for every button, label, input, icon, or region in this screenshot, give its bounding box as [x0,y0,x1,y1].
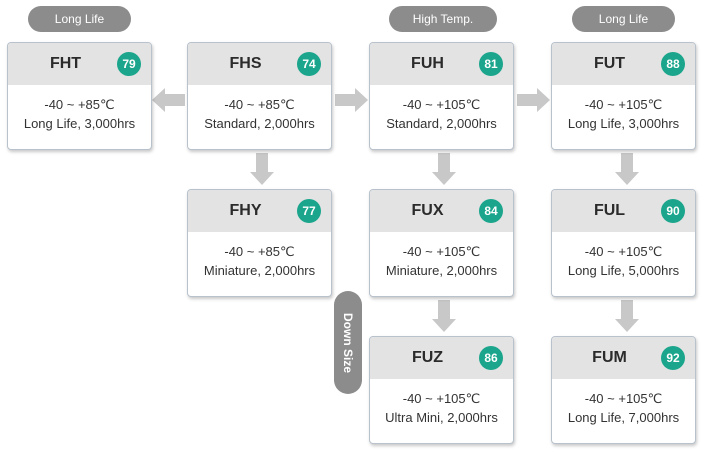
page-badge: 79 [117,52,141,76]
series-name: FHS [229,55,262,72]
card-header: FUM 92 [552,337,695,379]
card-header: FHY 77 [188,190,331,232]
page-badge: 81 [479,52,503,76]
temp-range: -40 ~ +105℃ [584,391,663,406]
temp-range: -40 ~ +105℃ [402,391,481,406]
card-header: FUL 90 [552,190,695,232]
card-body: -40 ~ +85℃ Standard, 2,000hrs [188,85,331,133]
page-badge: 90 [661,199,685,223]
spec-text: Long Life, 7,000hrs [567,410,680,425]
card-header: FUH 81 [370,43,513,85]
series-card-fuh[interactable]: FUH 81 -40 ~ +105℃ Standard, 2,000hrs [369,42,514,150]
arrow-down-icon [432,300,456,332]
spec-text: Ultra Mini, 2,000hrs [385,410,498,425]
page-badge: 84 [479,199,503,223]
card-body: -40 ~ +105℃ Standard, 2,000hrs [370,85,513,133]
group-label-high-temp: High Temp. [389,6,497,32]
series-name: FUH [411,55,444,72]
arrow-left-icon [152,88,185,112]
series-card-fux[interactable]: FUX 84 -40 ~ +105℃ Miniature, 2,000hrs [369,189,514,297]
series-card-ful[interactable]: FUL 90 -40 ~ +105℃ Long Life, 5,000hrs [551,189,696,297]
series-name: FHY [229,202,262,219]
series-card-fum[interactable]: FUM 92 -40 ~ +105℃ Long Life, 7,000hrs [551,336,696,444]
arrow-down-icon [615,153,639,185]
group-label-down-size: Down Size [334,291,362,394]
card-header: FHT 79 [8,43,151,85]
series-name: FHT [49,55,82,72]
series-name: FUZ [411,349,444,366]
card-body: -40 ~ +105℃ Long Life, 7,000hrs [552,379,695,427]
spec-text: Long Life, 5,000hrs [567,263,680,278]
group-label-long-life-left: Long Life [28,6,131,32]
card-body: -40 ~ +105℃ Long Life, 5,000hrs [552,232,695,280]
arrow-right-icon [335,88,368,112]
spec-text: Miniature, 2,000hrs [385,263,498,278]
arrow-down-icon [615,300,639,332]
card-body: -40 ~ +85℃ Long Life, 3,000hrs [8,85,151,133]
temp-range: -40 ~ +85℃ [44,97,115,112]
temp-range: -40 ~ +105℃ [584,244,663,259]
temp-range: -40 ~ +85℃ [224,244,295,259]
series-card-fuz[interactable]: FUZ 86 -40 ~ +105℃ Ultra Mini, 2,000hrs [369,336,514,444]
card-body: -40 ~ +105℃ Ultra Mini, 2,000hrs [370,379,513,427]
page-badge: 86 [479,346,503,370]
spec-text: Standard, 2,000hrs [204,116,315,131]
page-badge: 92 [661,346,685,370]
temp-range: -40 ~ +105℃ [402,97,481,112]
card-header: FUX 84 [370,190,513,232]
page-badge: 77 [297,199,321,223]
spec-text: Miniature, 2,000hrs [203,263,316,278]
series-name: FUL [593,202,626,219]
page-badge: 74 [297,52,321,76]
down-size-text: Down Size [341,312,355,373]
series-card-fhy[interactable]: FHY 77 -40 ~ +85℃ Miniature, 2,000hrs [187,189,332,297]
temp-range: -40 ~ +85℃ [224,97,295,112]
spec-text: Long Life, 3,000hrs [567,116,680,131]
card-body: -40 ~ +85℃ Miniature, 2,000hrs [188,232,331,280]
temp-range: -40 ~ +105℃ [402,244,481,259]
card-header: FUT 88 [552,43,695,85]
card-header: FHS 74 [188,43,331,85]
arrow-down-icon [250,153,274,185]
series-name: FUM [592,349,627,366]
card-body: -40 ~ +105℃ Miniature, 2,000hrs [370,232,513,280]
card-header: FUZ 86 [370,337,513,379]
series-card-fut[interactable]: FUT 88 -40 ~ +105℃ Long Life, 3,000hrs [551,42,696,150]
arrow-down-icon [432,153,456,185]
page-badge: 88 [661,52,685,76]
arrow-right-icon [517,88,550,112]
card-body: -40 ~ +105℃ Long Life, 3,000hrs [552,85,695,133]
spec-text: Long Life, 3,000hrs [23,116,136,131]
series-name: FUX [411,202,444,219]
series-card-fhs[interactable]: FHS 74 -40 ~ +85℃ Standard, 2,000hrs [187,42,332,150]
temp-range: -40 ~ +105℃ [584,97,663,112]
series-card-fht[interactable]: FHT 79 -40 ~ +85℃ Long Life, 3,000hrs [7,42,152,150]
spec-text: Standard, 2,000hrs [386,116,497,131]
group-label-long-life-right: Long Life [572,6,675,32]
series-name: FUT [593,55,626,72]
